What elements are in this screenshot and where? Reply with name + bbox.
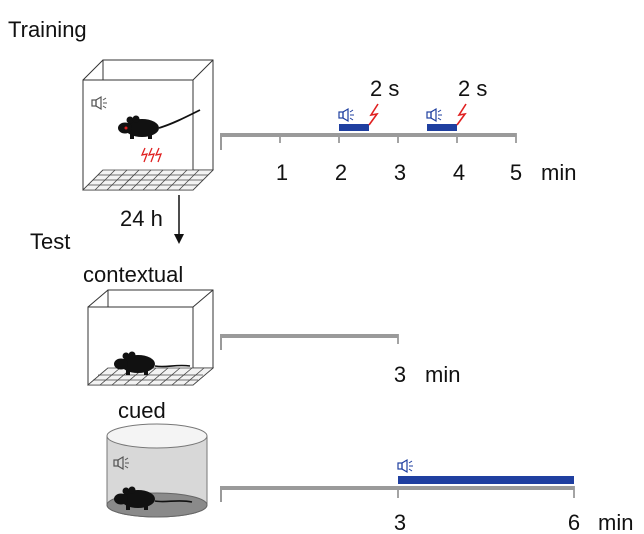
tone-bar-1 xyxy=(339,124,369,131)
shock-bolt-icon xyxy=(368,103,379,126)
shock-bolt-icon xyxy=(456,103,467,126)
unit-label: min xyxy=(598,510,633,534)
tick-label: 3 xyxy=(394,160,406,185)
shock-duration-label: 2 s xyxy=(458,76,487,101)
tick-label: 5 xyxy=(510,160,522,185)
speaker-icon xyxy=(426,108,443,122)
unit-label: min xyxy=(425,362,460,387)
tone-bar xyxy=(398,476,574,484)
shock-duration-label: 2 s xyxy=(370,76,399,101)
training-heading: Training xyxy=(8,17,87,42)
tick-label: 2 xyxy=(335,160,347,185)
grid-floor xyxy=(82,169,214,191)
cued-heading: cued xyxy=(118,398,166,423)
delay-arrow xyxy=(174,195,184,244)
speaker-icon xyxy=(397,459,414,473)
shock-bolt-icon xyxy=(140,147,163,163)
tick-label: 1 xyxy=(276,160,288,185)
cued-timeline: 3 6 min xyxy=(220,459,633,534)
mouse-icon xyxy=(114,486,193,510)
test-heading: Test xyxy=(30,229,70,254)
tick-label: 3 xyxy=(394,362,406,387)
training-timeline: 2 s 2 s 1 2 3 4 5 min xyxy=(220,76,576,185)
tick-label: 4 xyxy=(453,160,465,185)
contextual-timeline: 3 min xyxy=(220,334,460,387)
delay-label: 24 h xyxy=(120,206,163,231)
grid-floor xyxy=(86,367,215,386)
tick-label: 6 xyxy=(568,510,580,534)
tick-label: 3 xyxy=(394,510,406,534)
contextual-heading: contextual xyxy=(83,262,183,287)
unit-label: min xyxy=(541,160,576,185)
mouse-icon xyxy=(114,351,191,375)
speaker-icon xyxy=(338,108,355,122)
tone-bar-2 xyxy=(427,124,457,131)
mouse-icon xyxy=(118,109,201,139)
